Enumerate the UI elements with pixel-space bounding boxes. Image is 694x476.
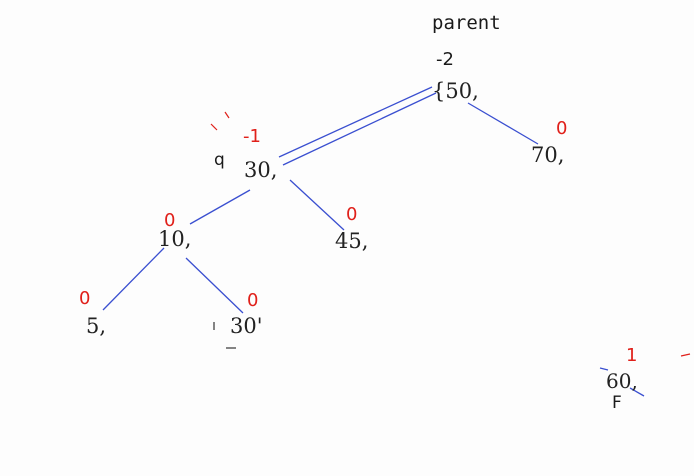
edge-60-left-tick xyxy=(599,367,609,371)
q-label: q xyxy=(214,150,225,170)
edge-10-5 xyxy=(102,247,165,311)
balance-70: 0 xyxy=(556,118,567,139)
stray-marks xyxy=(210,111,691,357)
balance-50: -2 xyxy=(436,49,454,70)
node-60: 60, xyxy=(606,369,638,393)
edge-30-45 xyxy=(289,179,345,231)
balance-45: 0 xyxy=(346,204,357,225)
balance-60: 1 xyxy=(626,345,637,366)
balance-30b: 0 xyxy=(247,290,258,311)
edge-50-30-a xyxy=(278,86,433,158)
node-30: 30, xyxy=(244,158,277,182)
edge-60-right xyxy=(629,387,645,397)
node-30b: 30' xyxy=(230,314,263,338)
red-dash-mark xyxy=(680,353,691,357)
red-tick-mark-1 xyxy=(210,123,218,131)
parent-label: parent xyxy=(432,12,501,34)
p-label: F xyxy=(612,393,622,413)
edge-50-70 xyxy=(467,102,539,145)
tree-edges xyxy=(102,86,645,397)
node-70: 70, xyxy=(531,143,564,167)
red-tick-mark-2 xyxy=(224,111,230,119)
node-45: 45, xyxy=(335,229,368,253)
edge-30-10 xyxy=(189,189,251,225)
node-5: 5, xyxy=(86,314,106,338)
balance-30: -1 xyxy=(243,126,261,147)
edge-10-30b xyxy=(185,257,244,314)
balance-10: 0 xyxy=(164,210,175,231)
node-10: 10, xyxy=(158,227,191,251)
node-50: {50, xyxy=(432,79,479,103)
balance-5: 0 xyxy=(79,288,90,309)
edge-50-30-b xyxy=(282,92,437,166)
